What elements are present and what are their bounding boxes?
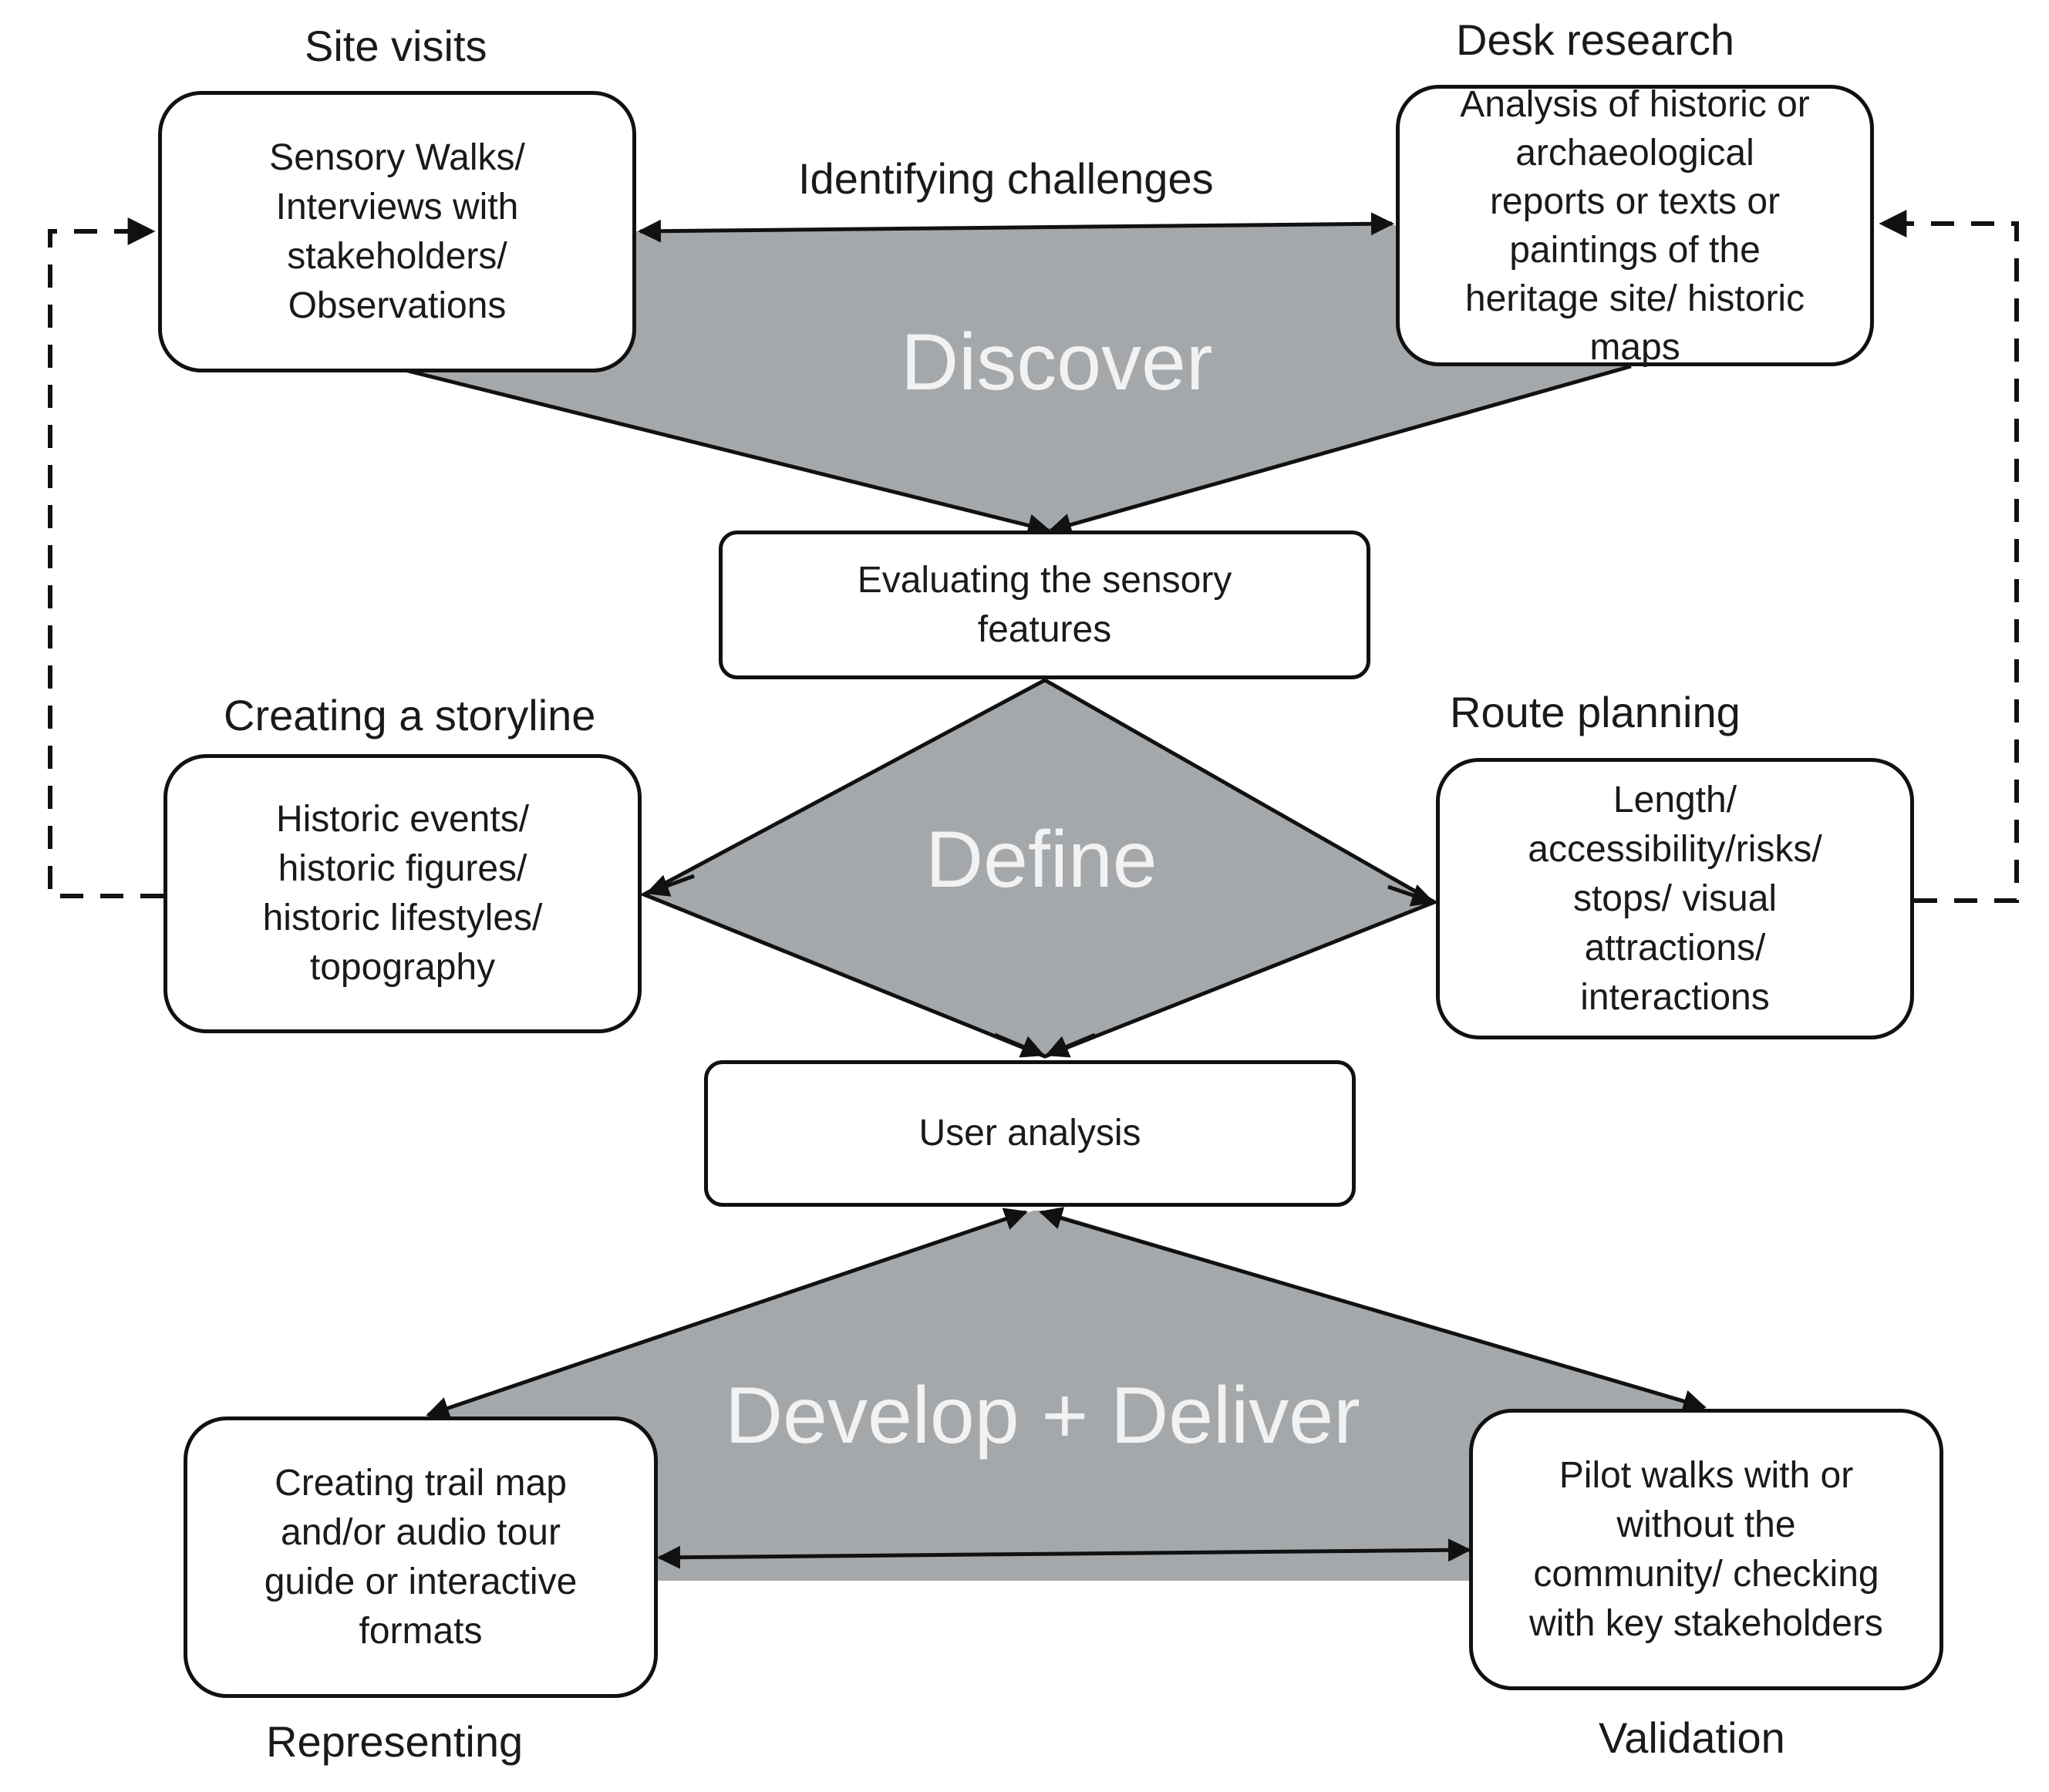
label-representing: Representing bbox=[266, 1717, 524, 1766]
box-desk-research: Analysis of historic or archaeological r… bbox=[1396, 84, 1874, 368]
define-bottom-arrow-left bbox=[994, 1032, 1045, 1058]
box-site-visits-text: Sensory Walks/ Interviews with stakehold… bbox=[269, 136, 525, 326]
label-validation: Validation bbox=[1599, 1713, 1785, 1762]
discover-right-edge bbox=[1048, 364, 1632, 537]
box-creating-storyline: Historic events/ historic figures/ histo… bbox=[163, 754, 642, 1033]
discover-funnel-shape bbox=[405, 224, 1631, 532]
box-storyline-text: Historic events/ historic figures/ histo… bbox=[262, 799, 543, 988]
label-route-planning: Route planning bbox=[1450, 688, 1741, 736]
box-representing: Creating trail map and/or audio tour gui… bbox=[184, 1416, 658, 1698]
left-feedback-loop bbox=[48, 217, 163, 898]
box-user-analysis: User analysis bbox=[704, 1060, 1356, 1207]
label-desk-research: Desk research bbox=[1456, 15, 1735, 64]
label-site-visits: Site visits bbox=[305, 22, 487, 70]
box-site-visits: Sensory Walks/ Interviews with stakehold… bbox=[158, 91, 636, 372]
box-user-analysis-text: User analysis bbox=[918, 1113, 1141, 1154]
identifying-challenges-arrow bbox=[638, 212, 1394, 243]
phase-define: Define bbox=[925, 815, 1158, 904]
box-validation-text: Pilot walks with or without the communit… bbox=[1529, 1454, 1883, 1644]
box-evaluating-sensory-features: Evaluating the sensory features bbox=[719, 531, 1370, 679]
define-bottom-arrow-right bbox=[1045, 1032, 1096, 1058]
box-validation: Pilot walks with or without the communit… bbox=[1469, 1409, 1943, 1690]
box-evaluating-text: Evaluating the sensory features bbox=[857, 559, 1232, 650]
phase-discover: Discover bbox=[901, 318, 1213, 407]
develop-left-edge bbox=[426, 1208, 1028, 1420]
right-feedback-loop bbox=[1879, 210, 2019, 903]
define-diamond-shape bbox=[639, 678, 1439, 1059]
define-right-arrow bbox=[1387, 884, 1435, 907]
box-route-planning-text: Length/ accessibility/risks/ stops/ visu… bbox=[1528, 779, 1822, 1018]
box-route-planning: Length/ accessibility/risks/ stops/ visu… bbox=[1436, 758, 1914, 1039]
box-representing-text: Creating trail map and/or audio tour gui… bbox=[264, 1462, 578, 1652]
label-creating-storyline: Creating a storyline bbox=[224, 691, 596, 739]
phase-develop-deliver: Develop + Deliver bbox=[725, 1371, 1360, 1460]
develop-right-edge bbox=[1039, 1207, 1707, 1413]
label-identifying-challenges: Identifying challenges bbox=[798, 154, 1214, 203]
develop-bottom-arrow bbox=[657, 1538, 1471, 1569]
discover-left-edge bbox=[404, 368, 1051, 537]
box-desk-research-text: Analysis of historic or archaeological r… bbox=[1460, 83, 1810, 368]
define-left-arrow bbox=[645, 874, 695, 897]
